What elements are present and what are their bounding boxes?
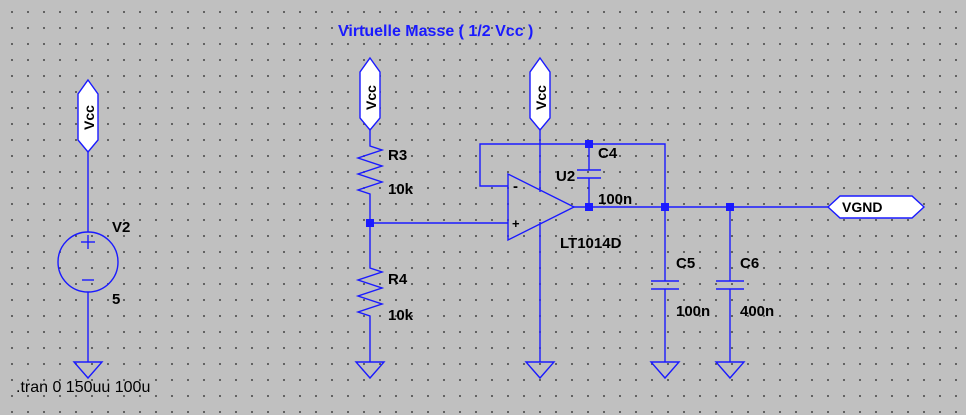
- u2-part-label: LT1014D: [560, 235, 622, 252]
- vgnd-net-label[interactable]: VGND: [826, 195, 926, 219]
- ground-symbol: [72, 361, 104, 380]
- ground-symbol: [524, 361, 556, 380]
- svg-text:Vcc: Vcc: [81, 105, 97, 130]
- c5-ref-label: C5: [676, 255, 695, 272]
- capacitor-c4[interactable]: [577, 169, 601, 179]
- r3-value-label: 10k: [388, 181, 414, 198]
- vcc-flag-divider[interactable]: Vcc: [359, 56, 381, 132]
- c4-value-label: 100n: [598, 191, 632, 208]
- v2-ref-label: V2: [112, 219, 130, 236]
- spice-directive[interactable]: .tran 0 150uu 100u: [16, 379, 150, 396]
- c4-ref-label: C4: [598, 145, 618, 162]
- capacitor-c6[interactable]: [716, 280, 744, 290]
- capacitor-c5[interactable]: [651, 280, 679, 290]
- v2-value-label: 5: [112, 291, 120, 308]
- ground-symbol: [649, 361, 681, 380]
- resistor-r4[interactable]: [355, 262, 385, 324]
- c6-ref-label: C6: [740, 255, 759, 272]
- opamp-plus-sign: +: [512, 216, 520, 231]
- r4-ref-label: R4: [388, 271, 408, 288]
- vcc-flag-opamp[interactable]: Vcc: [529, 56, 551, 132]
- opamp-u2[interactable]: [507, 172, 576, 242]
- feedback-wire: [479, 143, 666, 207]
- r3-ref-label: R3: [388, 147, 407, 164]
- c6-value-label: 400n: [740, 303, 774, 320]
- u2-ref-label: U2: [556, 168, 575, 185]
- schematic-title: Virtuelle Masse ( 1/2 Vcc ): [338, 23, 533, 40]
- resistor-r3[interactable]: [355, 140, 385, 202]
- ground-symbol: [354, 361, 386, 380]
- voltage-source-v2[interactable]: [57, 231, 119, 293]
- ground-symbol: [714, 361, 746, 380]
- c5-value-label: 100n: [676, 303, 710, 320]
- vcc-flag-left[interactable]: Vcc: [77, 78, 99, 154]
- svg-text:VGND: VGND: [842, 199, 882, 215]
- svg-text:Vcc: Vcc: [533, 85, 549, 110]
- r4-value-label: 10k: [388, 307, 414, 324]
- svg-text:Vcc: Vcc: [363, 85, 379, 110]
- junction-output: [585, 203, 593, 211]
- opamp-minus-sign: -: [513, 178, 518, 195]
